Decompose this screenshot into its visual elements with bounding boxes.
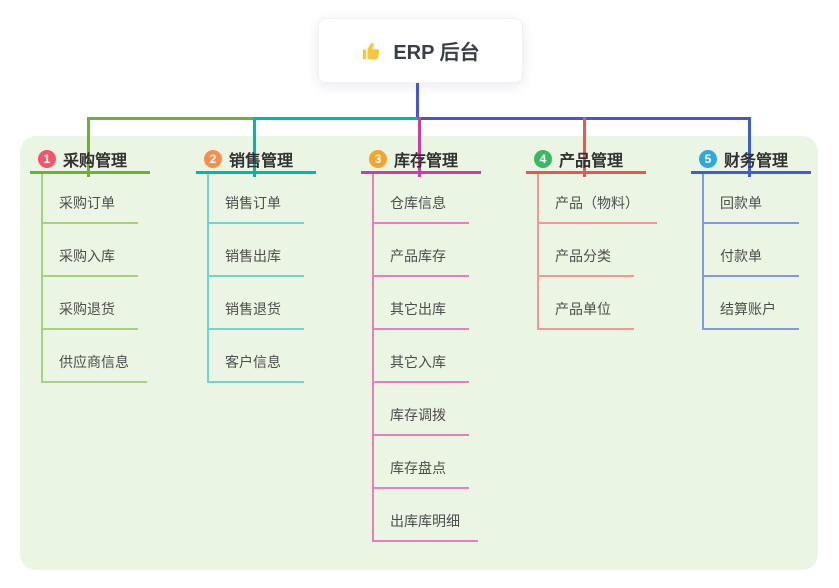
branch-label: 销售管理 — [229, 152, 294, 170]
child-node[interactable]: 供应商信息 — [43, 330, 147, 383]
child-node[interactable]: 产品（物料） — [539, 174, 657, 224]
child-node[interactable]: 库存盘点 — [374, 436, 469, 489]
mindmap-background-panel — [20, 136, 818, 570]
child-node[interactable]: 其它入库 — [374, 330, 469, 383]
branch-label: 库存管理 — [394, 152, 459, 170]
child-node[interactable]: 销售退货 — [209, 277, 304, 330]
child-node[interactable]: 仓库信息 — [374, 174, 469, 224]
child-node[interactable]: 采购订单 — [43, 174, 138, 224]
branch-3-header[interactable]: 3 库存管理 — [361, 146, 481, 174]
branch-label: 采购管理 — [63, 152, 128, 170]
thumbs-up-icon — [361, 40, 383, 62]
branch-4-children: 产品（物料）产品分类产品单位 — [537, 174, 657, 330]
child-node[interactable]: 产品分类 — [539, 224, 634, 277]
branch-5-drop-line — [748, 117, 751, 177]
branch-3-children: 仓库信息产品库存其它出库其它入库库存调拨库存盘点出库库明细 — [372, 174, 481, 542]
branch-label: 产品管理 — [559, 152, 624, 170]
branch-3-drop-line — [418, 117, 421, 177]
child-node[interactable]: 出库库明细 — [374, 489, 478, 542]
branch-1-drop-line — [87, 117, 90, 177]
child-node[interactable]: 采购入库 — [43, 224, 138, 277]
branch-5-header[interactable]: 5 财务管理 — [691, 146, 811, 174]
child-node[interactable]: 客户信息 — [209, 330, 304, 383]
trunk-segment-2 — [253, 117, 418, 120]
child-node[interactable]: 产品库存 — [374, 224, 469, 277]
trunk-segment-1 — [87, 117, 253, 120]
child-node[interactable]: 其它出库 — [374, 277, 469, 330]
branch-3: 3 库存管理仓库信息产品库存其它出库其它入库库存调拨库存盘点出库库明细 — [361, 146, 481, 542]
child-node[interactable]: 付款单 — [704, 224, 799, 277]
branch-5-children: 回款单付款单结算账户 — [702, 174, 811, 330]
root-connector-line — [416, 83, 419, 120]
child-node[interactable]: 回款单 — [704, 174, 799, 224]
branch-2: 2 销售管理销售订单销售出库销售退货客户信息 — [196, 146, 316, 383]
branch-4-header[interactable]: 4 产品管理 — [526, 146, 646, 174]
branch-number-badge: 3 — [369, 149, 387, 168]
branch-number-badge: 4 — [534, 149, 552, 168]
branch-label: 财务管理 — [724, 152, 789, 170]
child-node[interactable]: 销售订单 — [209, 174, 304, 224]
branch-2-drop-line — [253, 117, 256, 177]
child-node[interactable]: 销售出库 — [209, 224, 304, 277]
branch-number-badge: 1 — [38, 149, 56, 168]
child-node[interactable]: 产品单位 — [539, 277, 634, 330]
root-node-erp[interactable]: ERP 后台 — [318, 18, 523, 83]
branch-2-children: 销售订单销售出库销售退货客户信息 — [207, 174, 316, 383]
branch-4: 4 产品管理产品（物料）产品分类产品单位 — [526, 146, 657, 330]
branch-number-badge: 5 — [699, 149, 717, 168]
branch-4-drop-line — [583, 117, 586, 177]
root-node-label: ERP 后台 — [393, 42, 480, 64]
branch-1-children: 采购订单采购入库采购退货供应商信息 — [41, 174, 150, 383]
child-node[interactable]: 采购退货 — [43, 277, 138, 330]
branch-1-header[interactable]: 1 采购管理 — [30, 146, 150, 174]
branch-2-header[interactable]: 2 销售管理 — [196, 146, 316, 174]
child-node[interactable]: 结算账户 — [704, 277, 799, 330]
branch-5: 5 财务管理回款单付款单结算账户 — [691, 146, 811, 330]
branch-number-badge: 2 — [204, 149, 222, 168]
child-node[interactable]: 库存调拨 — [374, 383, 469, 436]
branch-1: 1 采购管理采购订单采购入库采购退货供应商信息 — [30, 146, 150, 383]
